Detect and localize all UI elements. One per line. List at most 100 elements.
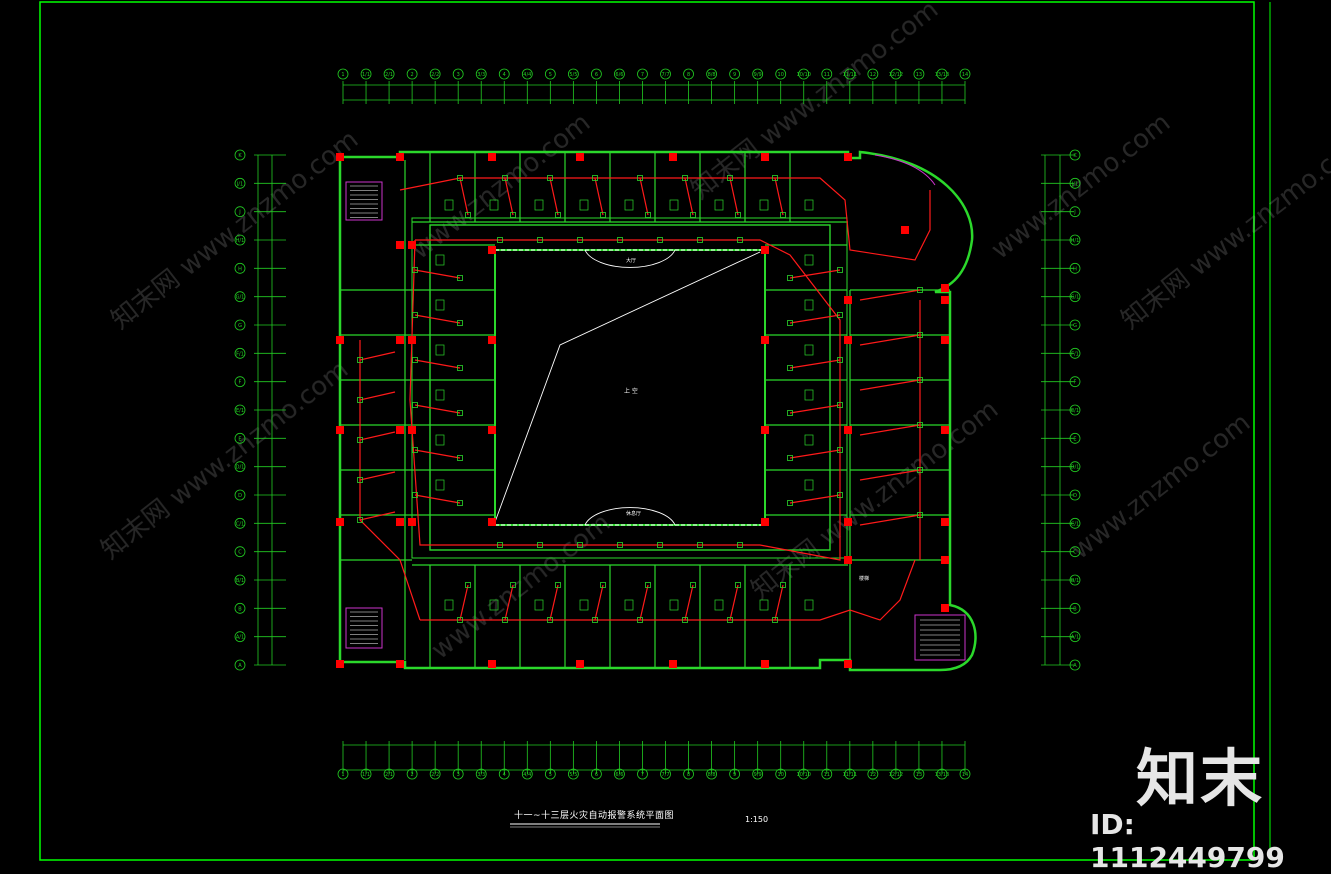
structural-column [396,660,404,668]
smoke-detector-icon [465,582,471,588]
axis-label: G [238,323,242,329]
axis-bubble [775,768,787,780]
axis-bubble [360,768,372,780]
axis-label: 1/1 [362,772,370,778]
structural-column [576,660,584,668]
structural-column [488,426,496,434]
smoke-detector-icon [592,175,598,181]
room-partitions [340,152,950,670]
axis-bubble [234,149,246,161]
smoke-detector-icon [637,617,643,623]
structural-column [396,426,404,434]
structural-column [408,336,416,344]
axis-bubble [1069,262,1081,274]
structural-column [669,660,677,668]
structural-column [336,518,344,526]
axis-label: C/1 [1071,521,1079,527]
axis-bubble [660,68,671,80]
sanitary-fixture [435,434,445,446]
watermark-text: www.znzmo.com [406,108,596,266]
structural-column [941,604,949,612]
axis-label: 5 [549,72,552,78]
axis-label: B/1 [236,578,244,584]
axis-label: J [1073,210,1075,216]
axis-bubble [521,768,533,780]
axis-bubble [234,262,246,274]
smoke-detector-icon [837,357,843,363]
smoke-detector-icon [412,267,418,273]
axis-label: H/1 [236,238,245,244]
smoke-detector-icon [787,365,793,371]
smoke-detector-icon [357,437,363,443]
axis-bubble [406,68,418,80]
smoke-detector-icon [457,617,463,623]
axis-bubble [567,68,579,80]
axis-label: 1 [341,72,344,78]
structural-column [761,246,769,254]
stair-layer [345,154,966,661]
structural-column [408,518,416,526]
alarm-loop [359,340,421,621]
alarm-branch [359,431,396,441]
axis-label: J [238,210,240,216]
axis-label: 4/4 [523,772,531,778]
structural-column [336,426,344,434]
axis-bubble [1069,177,1081,189]
axis-label: E/1 [236,408,244,414]
axis-label: 7/7 [661,72,669,78]
axis-label: D [1073,493,1077,499]
axis-bubble [729,768,741,780]
axis-bubble [1069,149,1081,161]
smoke-detector-icon [787,455,793,461]
alarm-branch [859,424,921,436]
smoke-detector-icon [682,617,688,623]
smoke-detector-icon [600,582,606,588]
stair-label: 楼梯 [859,575,869,582]
axis-label: 2/2 [431,72,439,78]
sanitary-fixture [804,254,814,266]
structural-column [844,518,852,526]
brand-logo: 知末 [1136,742,1265,815]
alarm-branch [639,584,649,621]
smoke-detector-icon [682,175,688,181]
sanitary-fixture [669,199,679,211]
axis-label: D [238,493,242,499]
smoke-detector-icon [357,517,363,523]
watermark-text: 知末网 www.znzmo.com [746,395,1004,606]
stair-ne [874,154,936,186]
smoke-detector-icon [837,402,843,408]
sanitary-fixture [579,599,589,611]
alarm-branch [639,177,649,216]
sanitary-fixture [759,199,769,211]
axis-bubble [498,768,510,780]
alarm-branch [774,177,784,216]
smoke-detector-icon [465,212,471,218]
watermark-text: www.znzmo.com [986,108,1176,266]
axis-bubble [890,768,902,780]
axis-bubble [683,68,694,80]
stair-sw [345,607,383,649]
smoke-detector-icon [555,212,561,218]
axis-label: H [1073,266,1077,272]
smoke-detector-icon [917,377,923,383]
smoke-detector-icon [617,542,623,548]
sanitary-fixture [714,199,724,211]
axis-bubble [234,432,246,444]
alarm-branch [459,177,469,216]
smoke-detector-icon [837,447,843,453]
smoke-detector-icon [537,542,543,548]
axis-bubble [1069,659,1081,671]
smoke-detector-icon [412,312,418,318]
alarm-loop [420,559,916,621]
smoke-detector-icon [577,542,583,548]
axis-bubble [452,768,464,780]
smoke-detector-icon [737,542,743,548]
structural-column [408,426,416,434]
axis-label: 8 [687,72,690,78]
alarm-branch [789,359,841,369]
axis-bubble [1069,546,1081,558]
smoke-detector-icon [577,237,583,243]
axis-bubble [1069,206,1081,218]
axis-label: C [1073,550,1077,556]
axis-label: B/1 [1071,578,1079,584]
